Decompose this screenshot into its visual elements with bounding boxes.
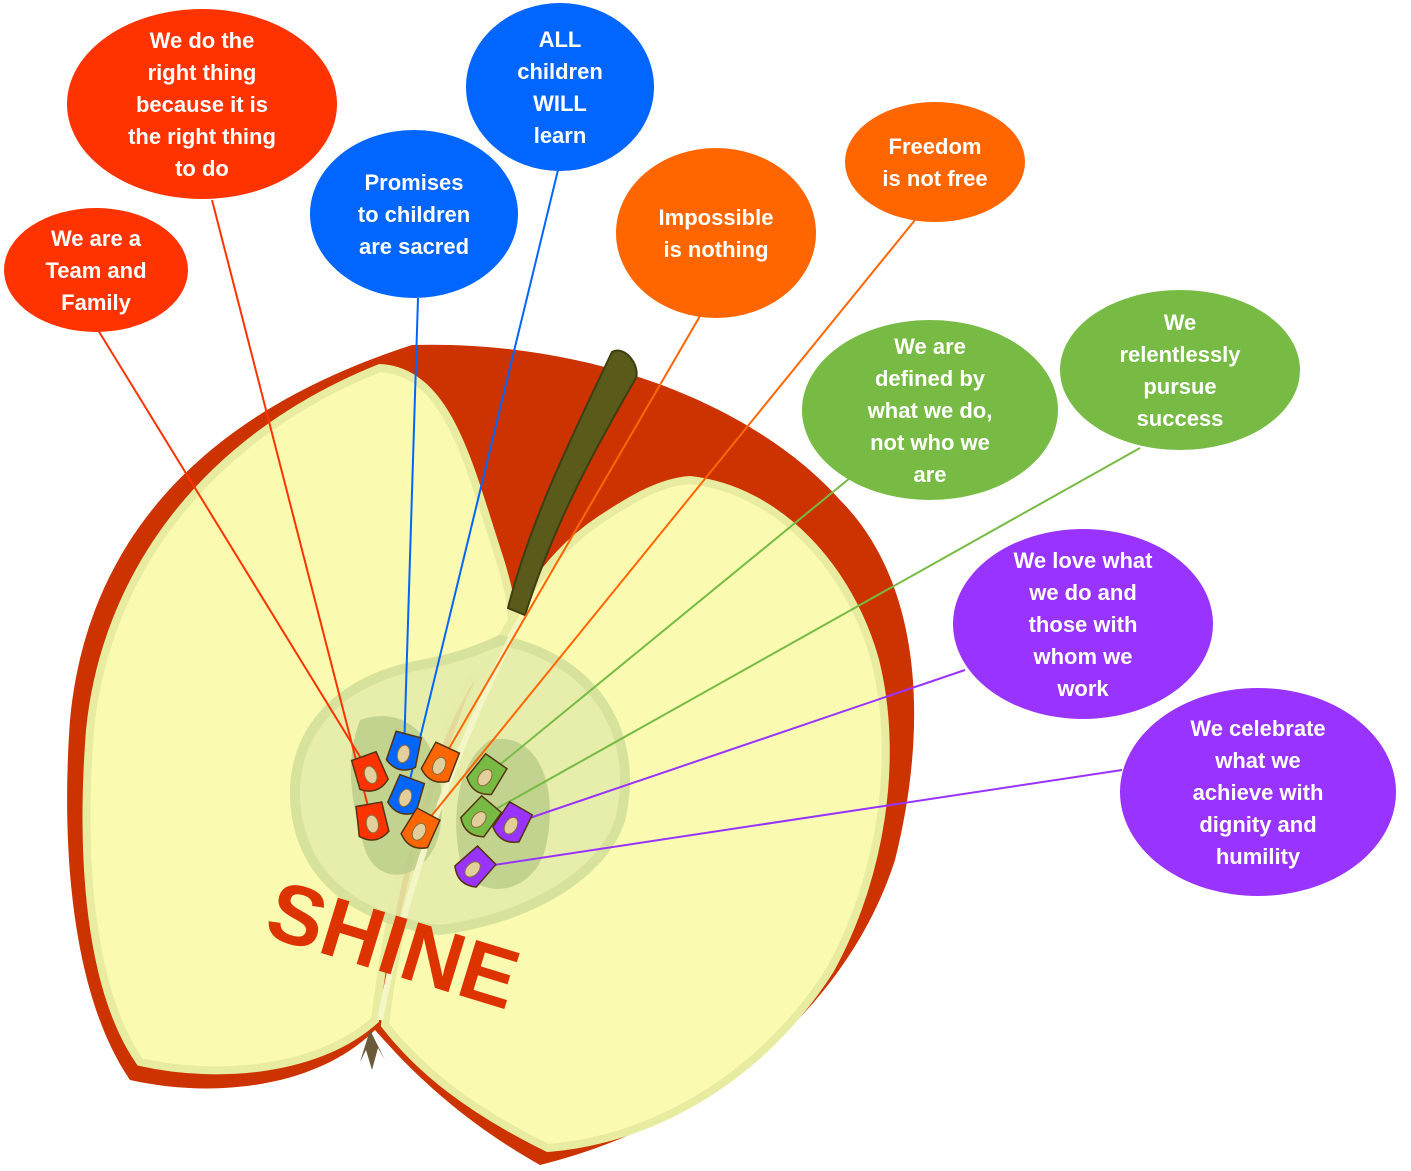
- seed: [385, 730, 423, 771]
- bubble-text-line: achieve with: [1193, 780, 1324, 805]
- bubble-text-line: We: [1164, 310, 1197, 335]
- bubble-text-line: is not free: [882, 166, 987, 191]
- value-bubble: Promises to children are sacred: [310, 130, 518, 298]
- bubble-shape: [4, 208, 188, 332]
- connector-line: [403, 297, 419, 753]
- connector-line: [479, 447, 1141, 819]
- bubble-text-line: We do the: [150, 28, 255, 53]
- connector-line: [419, 219, 916, 831]
- connector-line: [511, 669, 966, 825]
- connector-line: [473, 769, 1123, 869]
- bubble-text-line: are sacred: [359, 234, 469, 259]
- bubble-text-line: Family: [61, 290, 131, 315]
- seeds: [350, 730, 534, 888]
- bubble-text-line: what we: [1214, 748, 1301, 773]
- bubble-text-line: what we do,: [867, 398, 993, 423]
- bubble-text-line: We celebrate: [1190, 716, 1325, 741]
- value-bubble: We relentlessly pursue success: [1060, 290, 1300, 450]
- seed: [492, 800, 534, 844]
- bubble-text-line: We love what: [1014, 548, 1154, 573]
- bubble-text-line: Impossible: [659, 205, 774, 230]
- bubble-shape: [466, 3, 654, 171]
- bubble-text-line: we do and: [1028, 580, 1137, 605]
- bubble-text-line: We are: [894, 334, 966, 359]
- bubble-shape: [845, 102, 1025, 222]
- bubble-text-line: whom we: [1032, 644, 1132, 669]
- bubble-text-line: the right thing: [128, 124, 276, 149]
- bubble-shape: [1060, 290, 1300, 450]
- bubble-text-line: success: [1137, 406, 1224, 431]
- bubble-text-line: humility: [1216, 844, 1301, 869]
- bubble-text-line: right thing: [148, 60, 257, 85]
- value-bubble: Impossible is nothing: [616, 148, 816, 318]
- bubble-shape: [953, 529, 1213, 719]
- apple-stem: [506, 349, 638, 617]
- bubble-text-line: We are a: [51, 226, 142, 251]
- connector-lines: [97, 169, 1141, 869]
- bubble-text-line: work: [1056, 676, 1109, 701]
- seed: [465, 752, 508, 796]
- bubble-text-line: WILL: [533, 91, 587, 116]
- bubble-text-line: relentlessly: [1119, 342, 1241, 367]
- bubble-text-line: defined by: [875, 366, 986, 391]
- connector-line: [485, 477, 851, 777]
- bubble-text-line: are: [913, 462, 946, 487]
- value-bubble: We celebrate what we achieve with dignity a…: [1120, 688, 1396, 896]
- seed: [355, 801, 390, 841]
- bubble-shape: [67, 9, 337, 199]
- connector-line: [211, 199, 373, 823]
- connector-line: [97, 329, 371, 774]
- bubble-shape: [310, 130, 518, 298]
- bubble-text-line: those with: [1029, 612, 1138, 637]
- value-bubble: We love what we do and those with whom we wo…: [953, 529, 1213, 719]
- bubble-text-line: dignity and: [1199, 812, 1316, 837]
- seed: [459, 794, 503, 838]
- bubble-shape: [1120, 688, 1396, 896]
- bubble-text-line: Team and: [45, 258, 146, 283]
- connector-line: [439, 315, 701, 765]
- bubble-text-line: ALL: [539, 27, 582, 52]
- bubble-text-line: because it is: [136, 92, 268, 117]
- bubble-shape: [802, 320, 1058, 500]
- bubble-text-line: to children: [358, 202, 470, 227]
- bubble-shape: [616, 148, 816, 318]
- seed: [420, 741, 461, 783]
- bubble-text-line: Freedom: [889, 134, 982, 159]
- seed: [454, 845, 497, 888]
- connector-line: [405, 169, 559, 797]
- value-bubble: We do the right thing because it is the rig…: [67, 9, 337, 199]
- apple-flesh-left: [82, 363, 516, 1075]
- bubble-text-line: pursue: [1143, 374, 1216, 399]
- seed: [350, 750, 390, 792]
- value-bubble: Freedom is not free: [845, 102, 1025, 222]
- apple-blossom: [360, 1030, 385, 1070]
- apple: [67, 344, 915, 1165]
- bubble-text-line: not who we: [870, 430, 990, 455]
- value-bubble: We are defined by what we do, not who we are: [802, 320, 1058, 500]
- bubble-text-line: is nothing: [663, 237, 768, 262]
- bubble-text-line: learn: [534, 123, 587, 148]
- bubble-text-line: Promises: [364, 170, 463, 195]
- seed: [400, 807, 441, 849]
- bubble-text-line: children: [517, 59, 603, 84]
- bubble-text-line: to do: [175, 156, 229, 181]
